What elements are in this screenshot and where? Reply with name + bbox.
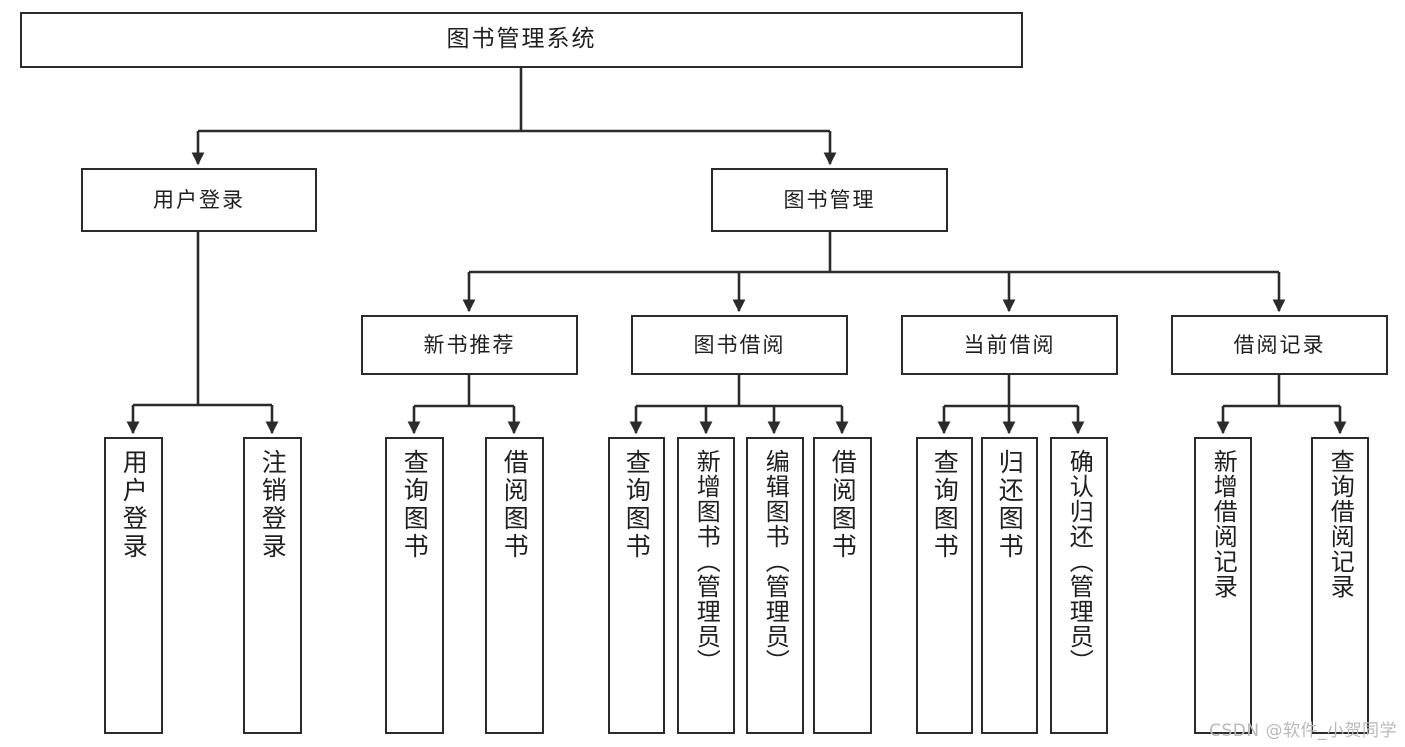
node-root[interactable]: 图书管理系统 [20, 12, 1023, 68]
node-book-borrow[interactable]: 图书借阅 [631, 315, 848, 375]
leaf-query-borrow-record[interactable]: 查询借阅记录 [1311, 437, 1369, 734]
node-borrow-record-label: 借阅记录 [1233, 332, 1326, 357]
leaf-user-login-label: 用户登录 [119, 449, 149, 561]
leaf-logout[interactable]: 注销登录 [243, 437, 302, 734]
leaf-borrow-book[interactable]: 借阅图书 [813, 437, 872, 734]
leaf-add-borrow-record-label: 新增借阅记录 [1209, 449, 1238, 599]
leaf-edit-book-admin[interactable]: 编辑图书（管理员） [746, 437, 804, 734]
leaf-borrow-query-book-label: 查询图书 [622, 449, 652, 561]
leaf-current-query-book-label: 查询图书 [930, 449, 960, 561]
leaf-current-query-book[interactable]: 查询图书 [916, 437, 973, 734]
node-new-book-recommend[interactable]: 新书推荐 [361, 315, 578, 375]
leaf-confirm-return-admin[interactable]: 确认归还（管理员） [1050, 437, 1108, 734]
leaf-return-book-label: 归还图书 [995, 449, 1025, 561]
leaf-add-book-admin[interactable]: 新增图书（管理员） [677, 437, 735, 734]
leaf-add-book-admin-label: 新增图书（管理员） [692, 449, 721, 674]
node-book-management-label: 图书管理 [783, 187, 876, 212]
node-borrow-record[interactable]: 借阅记录 [1171, 315, 1388, 375]
leaf-confirm-return-admin-label: 确认归还（管理员） [1065, 449, 1094, 674]
leaf-logout-label: 注销登录 [258, 449, 288, 561]
node-book-borrow-label: 图书借阅 [693, 332, 786, 357]
leaf-new-book-borrow-label: 借阅图书 [500, 449, 530, 561]
leaf-borrow-query-book[interactable]: 查询图书 [608, 437, 665, 734]
leaf-query-borrow-record-label: 查询借阅记录 [1326, 449, 1355, 599]
leaf-borrow-book-label: 借阅图书 [828, 449, 858, 561]
node-user-login[interactable]: 用户登录 [81, 168, 317, 232]
leaf-new-book-borrow[interactable]: 借阅图书 [485, 437, 544, 734]
leaf-add-borrow-record[interactable]: 新增借阅记录 [1194, 437, 1252, 734]
leaf-edit-book-admin-label: 编辑图书（管理员） [761, 449, 790, 674]
leaf-new-book-query[interactable]: 查询图书 [385, 437, 444, 734]
node-new-book-recommend-label: 新书推荐 [423, 332, 516, 357]
leaf-new-book-query-label: 查询图书 [400, 449, 430, 561]
csdn-watermark: CSDN @软件_小贺同学 [1209, 721, 1397, 741]
node-root-label: 图书管理系统 [446, 26, 597, 53]
node-user-login-label: 用户登录 [153, 187, 245, 212]
leaf-user-login[interactable]: 用户登录 [104, 437, 163, 734]
leaf-return-book[interactable]: 归还图书 [981, 437, 1038, 734]
node-current-borrow-label: 当前借阅 [963, 332, 1056, 357]
node-book-management[interactable]: 图书管理 [711, 168, 948, 232]
node-current-borrow[interactable]: 当前借阅 [901, 315, 1118, 375]
